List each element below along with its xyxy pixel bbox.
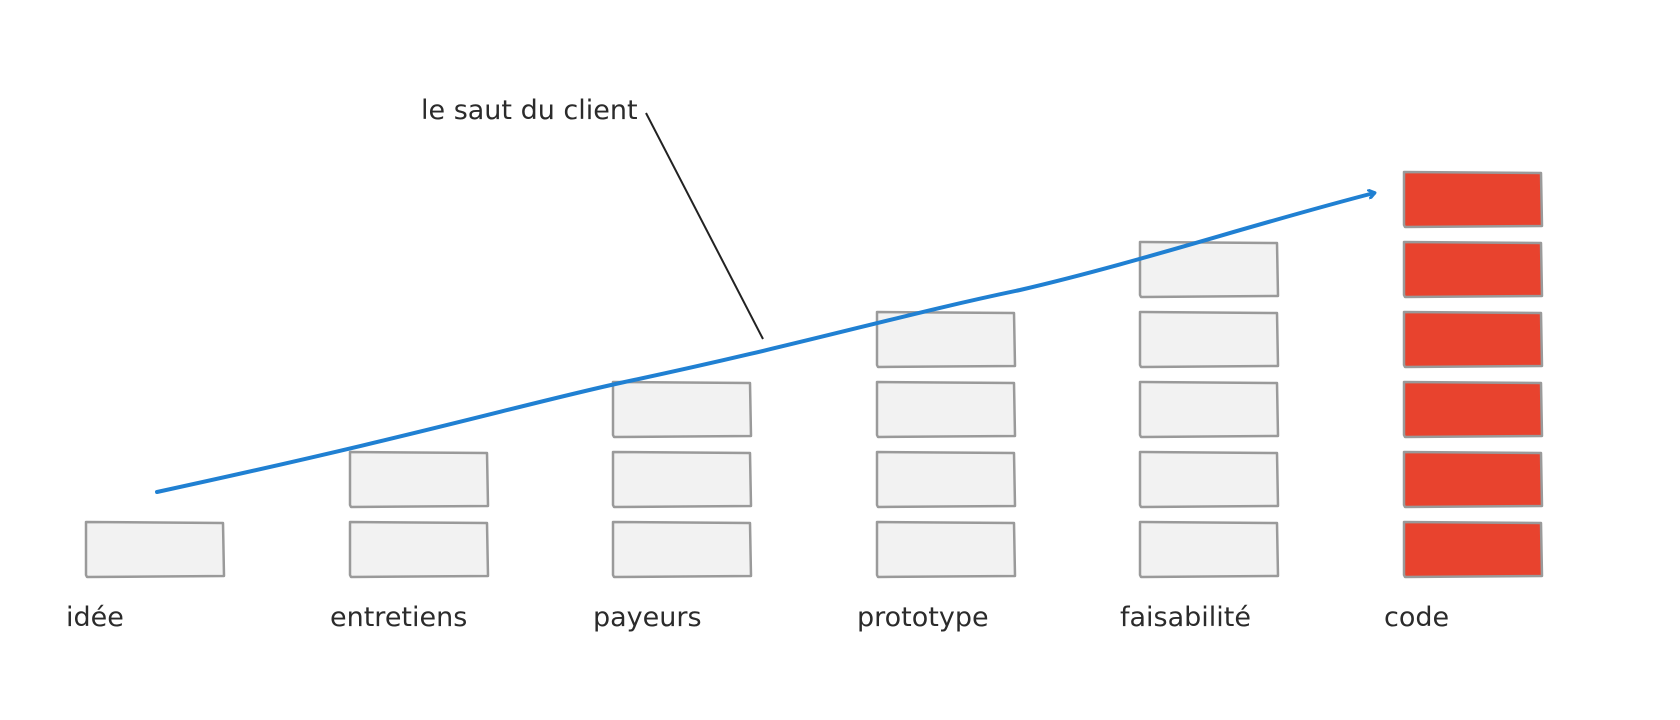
column-label: faisabilité [1120,602,1251,633]
column-label: idée [66,602,124,633]
column-label: payeurs [593,602,702,633]
block [1402,380,1544,439]
block [1138,520,1280,579]
block [1402,310,1544,369]
block [1402,450,1544,509]
block [1138,450,1280,509]
block [611,450,753,509]
block [1138,310,1280,369]
column-4: prototype [857,310,1017,633]
customer-jump-arrow [155,193,1374,494]
column-2: entretiens [330,450,490,633]
block [875,520,1017,579]
block [1402,520,1544,579]
column-5: faisabilité [1120,240,1280,633]
block [348,520,490,579]
block [611,520,753,579]
block [611,380,753,439]
column-label: prototype [857,602,989,633]
column-3: payeurs [593,380,753,633]
column-label: entretiens [330,602,467,633]
block [348,450,490,509]
columns-group: idée entretiens payeurs prototype faisabilit… [66,170,1544,633]
block [875,310,1017,369]
block [84,520,226,579]
block [875,380,1017,439]
block [875,450,1017,509]
block [1402,170,1544,229]
block [1138,380,1280,439]
column-6: code [1384,170,1544,633]
column-label: code [1384,602,1449,633]
block [1402,240,1544,299]
block [1138,240,1280,299]
column-1: idée [66,520,226,633]
annotation-leader-line [645,112,764,340]
annotation-label: le saut du client [421,95,638,126]
